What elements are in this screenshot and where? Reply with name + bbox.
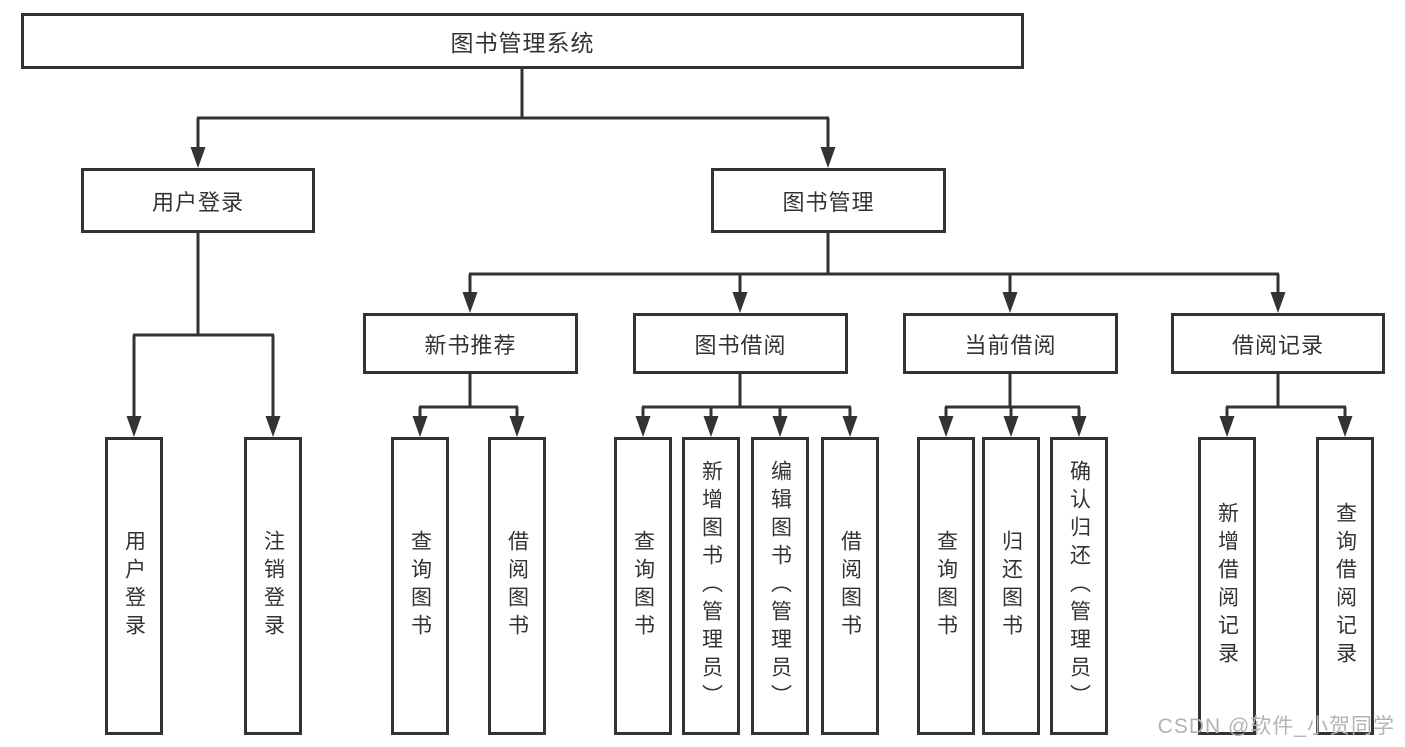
connector-book-management-to-level3 [468,233,1280,297]
leaf-confirm-return-admin: 确认归还（管理员） [1050,437,1108,735]
leaf-borrow-books-label: 借阅图书 [838,530,862,642]
node-current-borrow: 当前借阅 [903,313,1118,374]
connector-current-borrow-to-leaves [944,374,1081,421]
leaf-query-books-current-label: 查询图书 [934,530,958,642]
node-current-borrow-label: 当前借阅 [964,332,1057,358]
node-new-book-recommend: 新书推荐 [363,313,578,374]
leaf-edit-book-admin: 编辑图书（管理员） [751,437,809,735]
leaf-query-books-recommend-label: 查询图书 [408,530,432,642]
leaf-query-books-borrow-label: 查询图书 [631,530,655,642]
leaf-add-borrow-record: 新增借阅记录 [1198,437,1256,735]
leaf-add-borrow-record-label: 新增借阅记录 [1215,502,1239,670]
leaf-logout-label: 注销登录 [261,530,285,642]
node-borrow-records: 借阅记录 [1171,313,1385,374]
node-new-book-recommend-label: 新书推荐 [424,332,517,358]
node-root-system: 图书管理系统 [21,13,1024,69]
connector-new-book-to-leaves [418,374,519,421]
node-borrow-records-label: 借阅记录 [1231,332,1324,358]
leaf-add-book-admin: 新增图书（管理员） [682,437,740,735]
node-book-borrow: 图书借阅 [633,313,848,374]
connector-book-borrow-to-leaves [641,374,852,421]
connector-root-to-level2 [196,69,830,152]
leaf-user-login: 用户登录 [105,437,163,735]
node-book-borrow-label: 图书借阅 [694,332,787,358]
leaf-borrow-books: 借阅图书 [821,437,879,735]
leaf-query-books-recommend: 查询图书 [391,437,449,735]
leaf-query-books-borrow: 查询图书 [614,437,672,735]
leaf-logout: 注销登录 [244,437,302,735]
leaf-borrow-books-recommend-label: 借阅图书 [505,530,529,642]
leaf-return-book: 归还图书 [982,437,1040,735]
node-root-label: 图书管理系统 [450,30,595,56]
node-user-login: 用户登录 [81,168,315,233]
leaf-user-login-label: 用户登录 [122,530,146,642]
leaf-confirm-return-admin-label: 确认归还（管理员） [1067,460,1091,712]
leaf-query-borrow-record: 查询借阅记录 [1316,437,1374,735]
leaf-return-book-label: 归还图书 [999,530,1023,642]
arrowheads [126,147,1353,437]
node-book-management: 图书管理 [711,168,946,233]
connector-borrow-records-to-leaves [1225,374,1347,421]
csdn-watermark: CSDN @软件_小贺同学 [1157,715,1395,738]
leaf-query-books-current: 查询图书 [917,437,975,735]
node-user-login-label: 用户登录 [151,189,244,215]
node-book-management-label: 图书管理 [782,189,875,215]
leaf-query-borrow-record-label: 查询借阅记录 [1333,502,1357,670]
leaf-add-book-admin-label: 新增图书（管理员） [699,460,723,712]
connector-user-login-to-leaves [132,233,275,421]
leaf-edit-book-admin-label: 编辑图书（管理员） [768,460,792,712]
leaf-borrow-books-recommend: 借阅图书 [488,437,546,735]
